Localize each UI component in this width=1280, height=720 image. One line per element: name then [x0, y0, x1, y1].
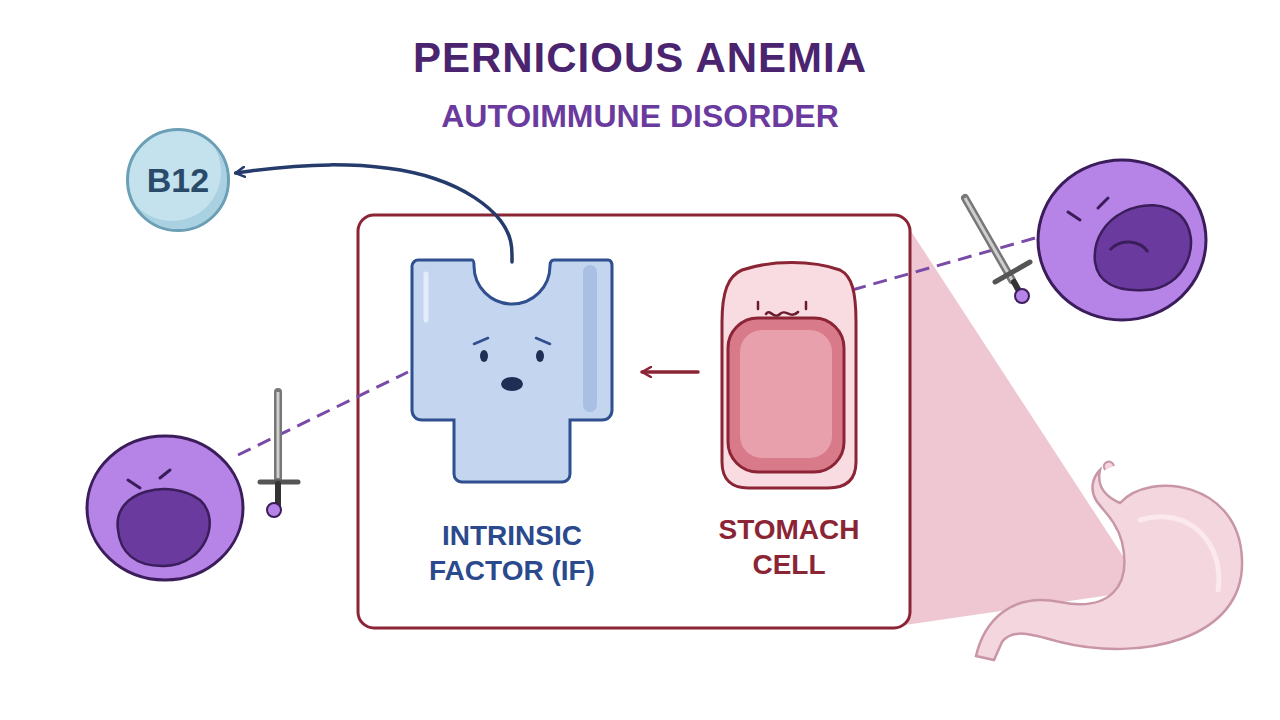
circle-text: B12	[147, 159, 209, 202]
stomach-cell-shape	[700, 262, 878, 488]
node-label: INTRINSIC FACTOR (IF)	[390, 518, 634, 588]
attack-line	[852, 238, 1035, 290]
sword	[260, 392, 298, 517]
intrinsic-factor-shape	[390, 260, 634, 482]
esophagus	[1104, 462, 1114, 470]
stomach	[976, 470, 1242, 660]
frame	[358, 215, 910, 628]
node-label: STOMACH CELL	[700, 512, 878, 582]
lymphocyte	[1038, 160, 1206, 320]
lymphocyte	[87, 436, 243, 580]
stomach-cell: STOMACH CELL	[700, 262, 878, 582]
intrinsic-factor: INTRINSIC FACTOR (IF)	[390, 260, 634, 588]
stomach-highlight	[1140, 517, 1219, 590]
attack-line	[238, 372, 408, 455]
arrow-connector	[236, 165, 512, 262]
sword	[965, 198, 1030, 303]
title-wrap: PERNICIOUS ANEMIA	[0, 34, 1280, 82]
arrow-connector	[642, 370, 698, 374]
title: PERNICIOUS ANEMIA	[0, 34, 1280, 82]
vitamin-circle: B12	[126, 128, 230, 232]
